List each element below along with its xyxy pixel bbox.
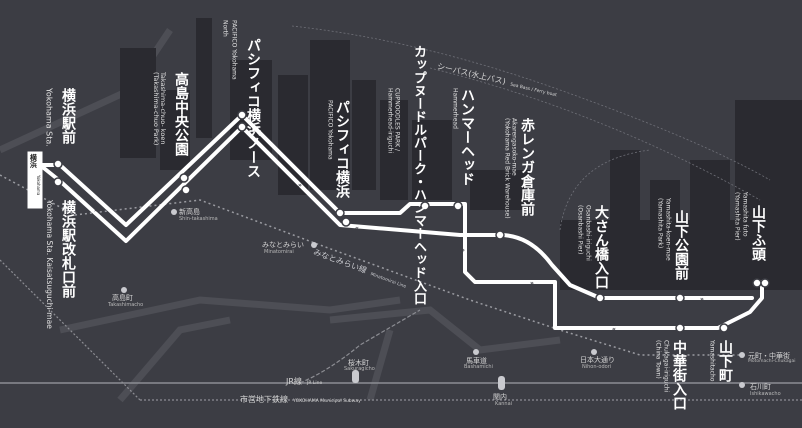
svg-text:»: » [298,182,302,189]
subway-line-ja: 市営地下鉄線 [240,395,288,404]
station-shin-takashima-en: Shin-takashima [179,216,218,222]
city-silhouette [120,18,802,290]
station-takashimacho-ja: 高島町 [112,294,133,302]
stop-cupnoodles-en2: Hammerhead-iriguchi [386,88,394,154]
sea-bus-route [291,25,771,181]
station-kannai-en: Kannai [495,401,513,407]
station-ishikawacho-ja: 石川町 [750,383,771,391]
stop-pacifico-en: PACIFICO Yokohama [326,100,334,160]
svg-text:»: » [700,296,704,303]
stop-yamashitacho[interactable] [719,323,729,333]
jr-line-en: JR Line [307,381,323,386]
station-nihon-odori-en: Nihon-odori [582,364,612,370]
station-shin-takashima-ja: 新高島 [179,208,200,216]
yokohama-box [27,151,43,209]
stop-osanbashi-en: Osanbashi-iriguchi [584,205,592,261]
station-takashimacho-en: Takashimacho [108,302,144,308]
stop-pacifico-2[interactable] [341,217,351,227]
svg-text:«: « [612,326,616,333]
jr-branch [299,309,421,384]
stop-yokohama-en: Yokohama Sta. [44,88,54,147]
subway-line-west [0,259,141,401]
svg-text:«: « [355,225,359,232]
station-minatomirai-en: Minatomirai [264,249,294,255]
stop-markers [53,110,770,333]
stop-chukagai-ja: 中華街入口 [671,340,687,410]
stop-pacifico-north-2[interactable] [237,122,247,132]
stop-takashima-ja: 高島中央公園 [173,72,189,156]
stop-akarenga-en2: (Yokohama Red Brick Warehouse) [503,118,511,219]
stop-pacifico-north-1[interactable] [237,110,247,120]
stop-osanbashi[interactable] [595,293,605,303]
station-minatomirai-ja: みなとみらい [262,241,304,249]
stop-hammerhead-en: Hammerhead [451,88,459,129]
stop-takashima-1[interactable] [179,173,189,183]
stop-cupnoodles[interactable] [420,201,430,211]
stop-yamashitacho-ja: 山下町 [717,340,733,382]
stop-takashima-en: Takashima-chuo- koen [158,72,167,145]
stop-yamashita-futo-2[interactable] [760,278,770,288]
stop-yamashita-futo-en: Yamashita futo [741,192,749,237]
stop-takashima-2[interactable] [181,185,191,195]
stop-pacifico-north-en: PACIFICO Yokohama [230,20,238,80]
station-bashamichi-en: Bashamichi [464,364,493,370]
stop-chukagai-en: Chukagai-iriguchi [662,340,670,393]
station-kannai-ja: 関内 [493,393,507,401]
rail-station-markers [121,209,745,390]
stop-yokohama-kaisatsu[interactable] [53,177,63,187]
svg-text:»: » [461,247,465,254]
stop-hammerhead[interactable] [453,201,463,211]
stop-cupnoodles-en: CUPNOODLES PARK / [393,88,401,151]
svg-text:»: » [94,207,98,214]
sea-bus-route-2 [429,67,761,201]
stop-pacifico-ja: パシフィコ横浜 [334,100,350,198]
bus-route [38,113,764,330]
subway-line-label: 市営地下鉄線 YOKOHAMA Municipal Subway [240,387,361,406]
yokohama-box-ja: 横浜 [29,154,38,168]
stop-yokohama-kaisatsu-en: Yokohama Sta. Kaisatsuguchi-mae [44,200,54,329]
station-bashamichi-ja: 馬車道 [466,357,487,365]
station-ishikawacho-en: Ishikawacho [750,391,781,397]
stop-yamashita-koen-en: Yamashita-koen-mae [664,198,672,261]
stop-pacifico-north-ja: パシフィコ横浜ノース [245,38,261,178]
stop-yokohama-ja: 横浜駅前 [60,88,76,144]
stop-takashima-en2: (Takashima-chuo Park) [151,72,160,146]
svg-text:»: » [530,280,534,287]
station-motomachi-ja: 元町・中華街 [748,352,790,360]
stop-hammerhead-ja: ハンマーヘッド [459,88,475,186]
stop-yokohama-kaisatsu-ja: 横浜駅改札口前 [60,200,76,298]
stop-yamashita-futo-ja: 山下ふ頭 [750,205,766,261]
station-motomachi-en: Motomachi-Chukagai [748,359,796,364]
stop-chukagai[interactable] [675,323,685,333]
jr-line-ja: JR線 [286,377,302,386]
station-sakuragicho-ja: 桜木町 [348,359,369,367]
stop-akarenga-en: Akarengasoko-mae [510,118,518,176]
stop-pacifico-1[interactable] [335,208,345,218]
stop-akarenga[interactable] [495,230,505,240]
subway-line-en: YOKOHAMA Municipal Subway [293,399,361,404]
stop-osanbashi-en2: (Osanbashi Pier) [576,205,584,255]
stop-chukagai-en2: (China Town) [654,340,662,379]
stop-yamashita-futo-1[interactable] [752,278,762,288]
jr-line-label: JR線 JR Line [286,369,322,388]
stop-cupnoodles-ja: カップヌードルパーク・ハンマーヘッド入口 [411,45,426,305]
stop-yamashitacho-en: Yamashitacho [708,340,716,382]
stop-yokohama[interactable] [53,159,63,169]
direction-arrows: » » » « » » « » [94,182,704,333]
stop-pacifico-north-en2: North [221,20,229,37]
stop-yamashita-koen[interactable] [675,293,685,303]
stop-osanbashi-ja: 大さん橋入口 [593,205,609,289]
svg-text:»: » [160,195,164,202]
stop-yamashita-koen-en2: (Yamashita Park) [656,198,664,249]
stop-yamashita-futo-en2: (Yamashita Pier) [733,192,741,241]
yokohama-box-en: Yokohama [36,175,42,196]
station-sakuragicho-en: Sakuragicho [344,366,375,372]
station-nihon-odori-ja: 日本大通り [580,356,615,364]
stop-yamashita-koen-ja: 山下公園前 [673,210,689,280]
stop-akarenga-ja: 赤レンガ倉庫前 [519,118,535,216]
